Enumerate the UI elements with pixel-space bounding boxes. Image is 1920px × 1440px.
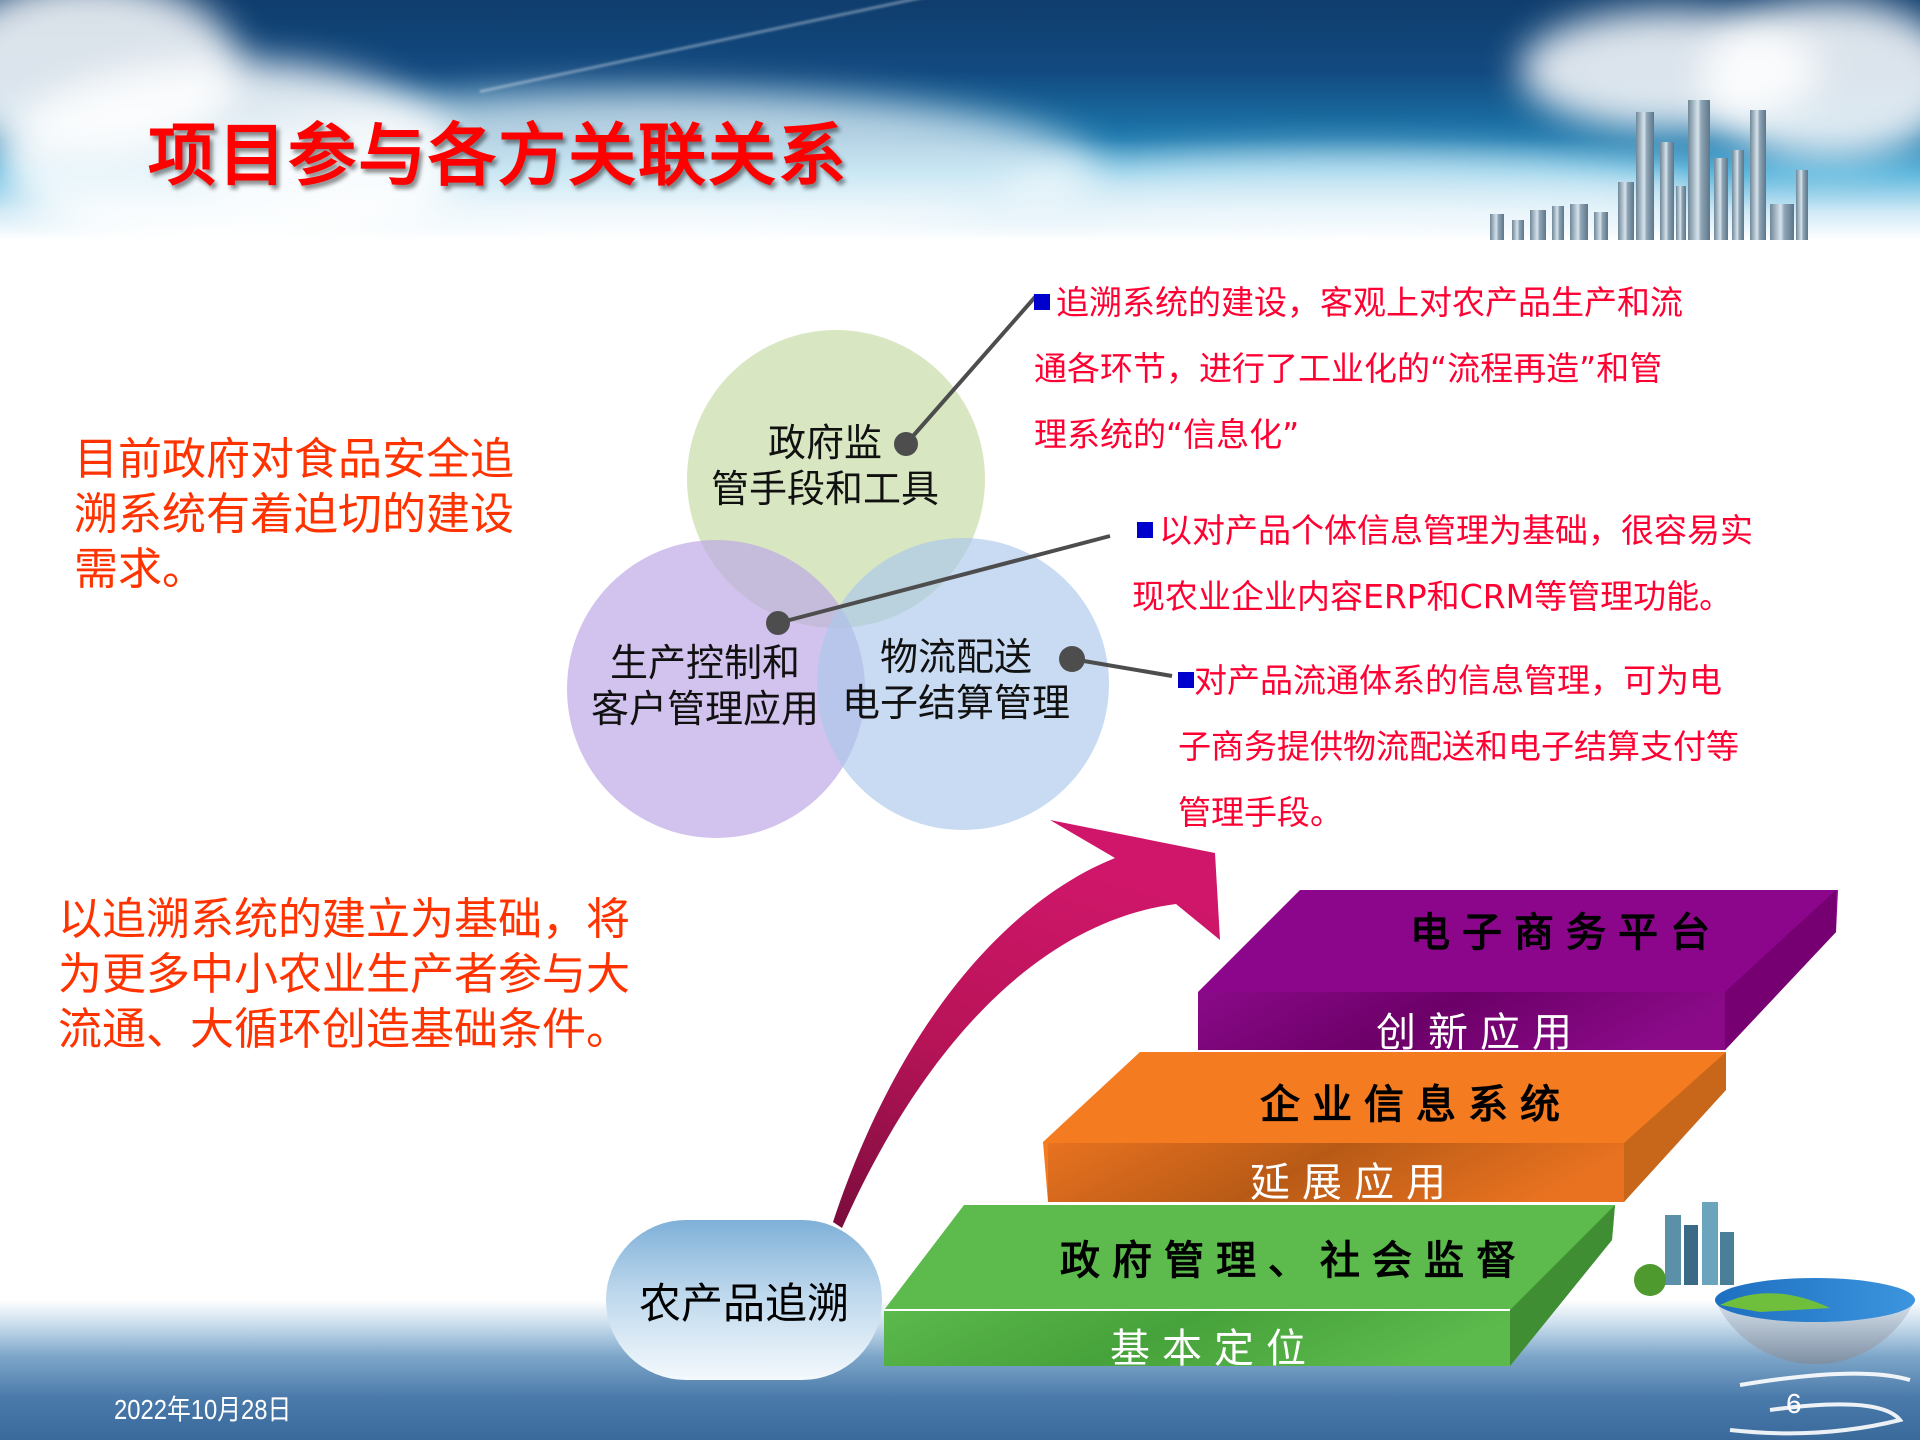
left-text-foundation: 以追溯系统的建立为基础，将 为更多中小农业生产者参与大 流通、大循环创造基础条件… [58, 892, 630, 1057]
header-banner: 项目参与各方关联关系 [0, 0, 1920, 240]
page-number: 6 [1786, 1388, 1802, 1419]
pyramid-level-2-top-label: 企业信息系统 [1260, 1082, 1572, 1128]
page-title: 项目参与各方关联关系 [148, 117, 849, 196]
city-skyline-image [1490, 100, 1920, 240]
agri-traceability-base-pill: 农产品追溯 [606, 1220, 882, 1380]
text-line: 目前政府对食品安全追 [74, 434, 514, 485]
text-line: 溯系统有着迫切的建设 [74, 489, 514, 540]
venn-label-logistics: 物流配送 电子结算管理 [841, 635, 1070, 725]
pyramid-level-3-front-label: 基本定位 [1110, 1326, 1318, 1372]
pyramid-level-3-top-label: 政府管理、社会监督 [1060, 1238, 1528, 1284]
base-label: 农产品追溯 [638, 1278, 849, 1328]
pyramid-level-2-front-label: 延展应用 [1250, 1160, 1458, 1206]
venn-label-production: 生产控制和 客户管理应用 [590, 641, 819, 731]
pyramid-level-1-top-label: 电子商务平台 [1410, 910, 1722, 956]
left-text-demand: 目前政府对食品安全追 溯系统有着迫切的建设 需求。 [74, 432, 514, 597]
text-line: 以追溯系统的建立为基础，将 [58, 894, 630, 945]
text-line: 需求。 [74, 544, 206, 595]
globe-city-decoration-icon [1634, 1202, 1915, 1436]
venn-circle-production [567, 540, 865, 838]
text-line: 为更多中小农业生产者参与大 [58, 949, 630, 1000]
connector-dots [766, 432, 1085, 672]
venn-circle-logistics [817, 538, 1109, 830]
note-government: 追溯系统的建设，客观上对农产品生产和流 通各环节，进行了工业化的“流程再造”和管… [1034, 283, 1683, 454]
connector-lines [777, 294, 1173, 678]
text-line: 流通、大循环创造基础条件。 [58, 1004, 630, 1055]
note-production: 以对产品个体信息管理为基础，很容易实 现农业企业内容ERP和CRM等管理功能。 [1132, 511, 1753, 616]
footer-date: 2022年10月28日 [114, 1394, 292, 1425]
bullet-square-icon [1034, 294, 1050, 310]
bullet-square-icon [1178, 672, 1194, 688]
growth-arrow-icon [833, 820, 1220, 1228]
venn-label-government: 政府监 管手段和工具 [710, 421, 939, 511]
note-logistics: 对产品流通体系的信息管理，可为电 子商务提供物流配送和电子结算支付等 管理手段。 [1178, 661, 1739, 832]
bullet-square-icon [1137, 522, 1153, 538]
pyramid-level-1-front-label: 创新应用 [1376, 1010, 1584, 1056]
